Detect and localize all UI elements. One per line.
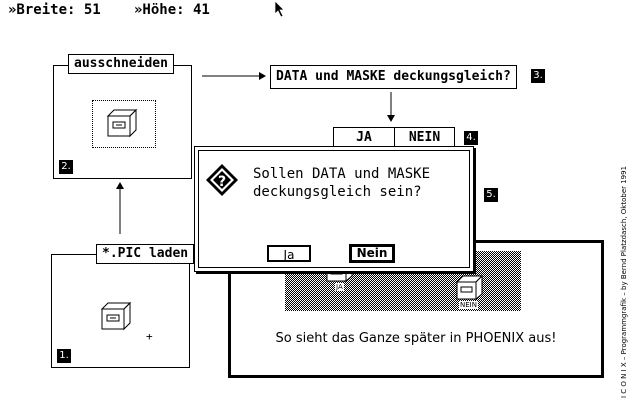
- no-button[interactable]: Nein: [349, 244, 395, 263]
- svg-text:?: ?: [218, 174, 226, 190]
- step1-label[interactable]: *.PIC laden: [96, 244, 195, 264]
- step4-number: 4.: [464, 131, 478, 145]
- icon-label-nein: NEIN: [459, 301, 478, 309]
- step4-no[interactable]: NEIN: [408, 130, 441, 145]
- file-cabinet-icon: [455, 274, 484, 301]
- height-readout: »Höhe: 41: [134, 2, 210, 18]
- step3-number: 3.: [531, 69, 545, 83]
- selection-marquee: [92, 100, 156, 148]
- preview-caption: So sieht das Ganze später in PHOENIX aus…: [275, 331, 557, 346]
- dialog-message: Sollen DATA und MASKE deckungsgleich sei…: [253, 165, 430, 201]
- step2-panel: [53, 65, 192, 179]
- icon-label-ja: JA: [335, 283, 344, 291]
- file-cabinet-icon: [100, 301, 132, 331]
- step4-yes[interactable]: JA: [334, 128, 395, 148]
- arrow-down-icon: [387, 92, 395, 122]
- step2-number: 2.: [59, 160, 73, 174]
- width-readout: »Breite: 51: [8, 2, 101, 18]
- crosshair-cursor-icon: +: [146, 330, 153, 343]
- step5-number: 5.: [484, 188, 498, 202]
- dialog-frame: [198, 150, 470, 268]
- arrow-right-icon: [202, 72, 266, 80]
- warning-sign-icon: ?: [206, 164, 238, 196]
- dialog-line-1: Sollen DATA und MASKE: [253, 166, 431, 182]
- step2-label[interactable]: ausschneiden: [68, 54, 174, 74]
- step3-label[interactable]: DATA und MASKE deckungsgleich?: [270, 65, 517, 89]
- file-cabinet-icon: [106, 108, 138, 138]
- arrow-up-icon: [116, 182, 124, 234]
- dialog-line-2: deckungsgleich sein?: [253, 184, 422, 200]
- step1-panel: +: [51, 254, 190, 368]
- step1-number: 1.: [57, 349, 71, 363]
- credit-text: I C O N I X – Programmgrafik – by Bernd …: [620, 165, 628, 398]
- arrow-cursor-icon: [274, 0, 285, 18]
- yes-button[interactable]: Ja: [267, 245, 311, 262]
- confirm-dialog: ? Sollen DATA und MASKE deckungsgleich s…: [194, 146, 474, 272]
